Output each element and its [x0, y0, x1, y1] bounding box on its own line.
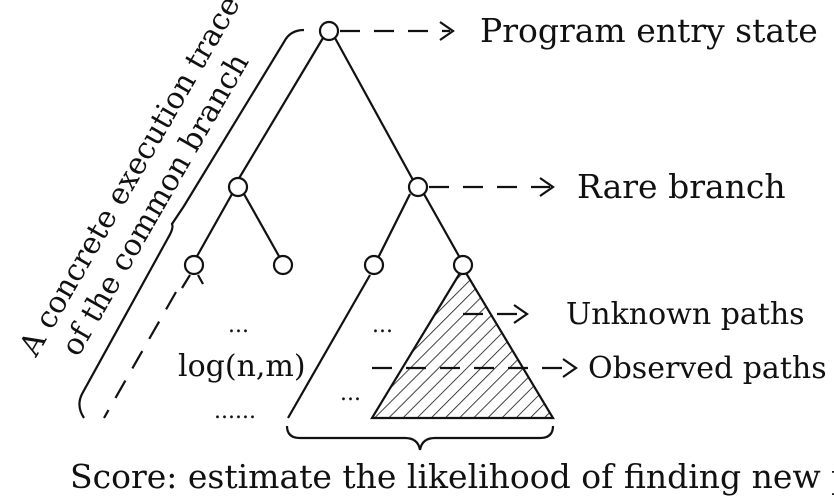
label-observed-paths: Observed paths: [588, 351, 827, 386]
arrow-observed-head: [562, 358, 578, 378]
arrow-rare-head: [539, 177, 555, 197]
trace-brace: [78, 28, 305, 419]
edge-left-ll: [195, 193, 233, 259]
trace-dash-line: [103, 291, 177, 419]
edge-rare-r: [423, 193, 461, 259]
edge-root-left: [237, 37, 324, 181]
node-lr: [272, 254, 294, 276]
label-program-entry: Program entry state: [480, 11, 818, 50]
arrow-unknown-head: [513, 304, 529, 324]
ellipsis-bottom: ......: [214, 399, 256, 424]
label-score: Score: estimate the likelihood of findin…: [70, 457, 834, 496]
node-rr: [452, 254, 474, 276]
edge-root-right: [334, 37, 414, 181]
edge-rare-l: [377, 193, 411, 259]
node-ll: [183, 254, 205, 276]
ellipsis-inner: ...: [340, 381, 361, 406]
observed-paths-triangle: [370, 265, 555, 420]
edge-left-lr: [243, 193, 281, 259]
label-log-nm: log(n,m): [178, 349, 306, 384]
node-root: [318, 20, 340, 42]
label-rare-branch: Rare branch: [577, 167, 786, 206]
node-rare: [407, 176, 429, 198]
node-left: [227, 176, 249, 198]
label-unknown-paths: Unknown paths: [566, 297, 805, 332]
edge-leaf-down: [287, 274, 371, 419]
arrow-entry-head: [439, 21, 455, 41]
node-rl: [363, 254, 385, 276]
ellipsis-middle: ...: [372, 313, 393, 338]
ellipsis-left: ...: [228, 313, 249, 338]
score-brace: [285, 425, 555, 451]
edge-leaf-stub: [197, 274, 204, 285]
edge-leaf-stub-2: [181, 274, 191, 289]
